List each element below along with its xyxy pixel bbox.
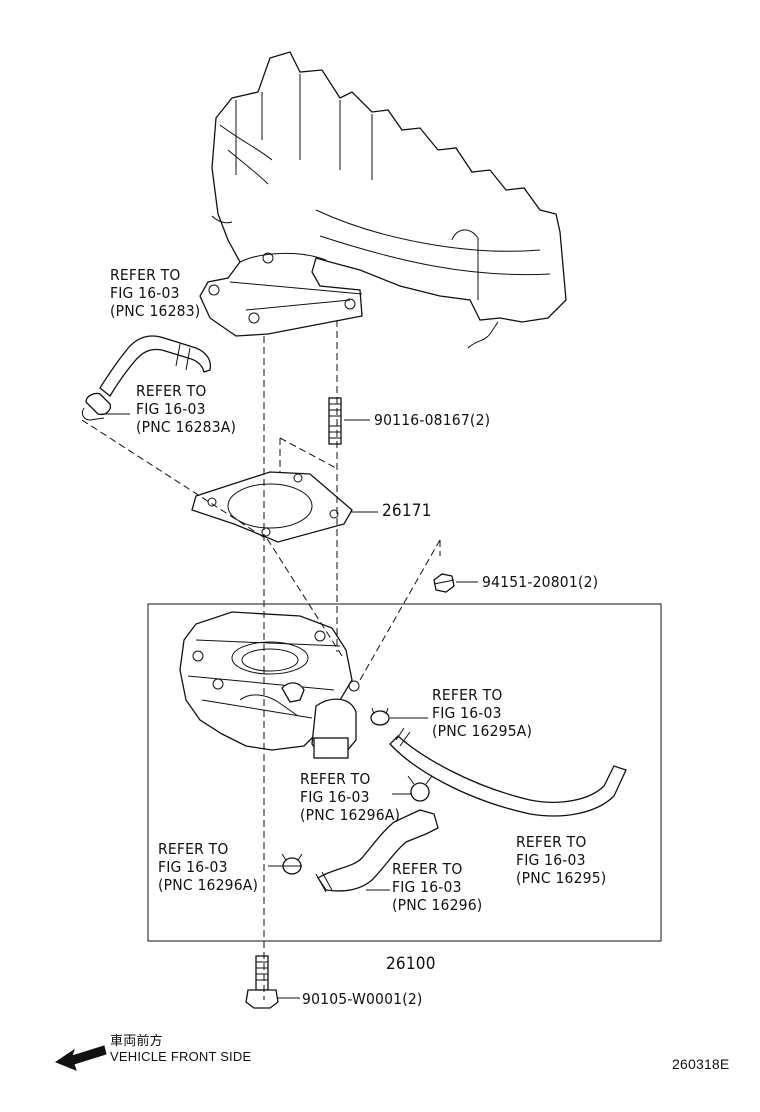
stud-bolt [328,397,342,445]
hex-nut [433,573,455,593]
callout-refer-16295: REFER TO FIG 16-03 (PNC 16295) [516,833,607,887]
assembly-box [147,603,662,942]
intake-manifold [199,51,567,349]
water-bypass-hose-right [389,727,627,817]
hose-clamps [281,707,433,875]
callout-refer-16283a: REFER TO FIG 16-03 (PNC 16283A) [136,382,237,436]
direction-label-english: VEHICLE FRONT SIDE [110,1049,252,1064]
callout-gasket: 26171 [382,501,432,521]
flange-bolt [245,955,279,1009]
direction-label: 車両前方 VEHICLE FRONT SIDE [110,1033,251,1065]
callout-refer-16296a-upper: REFER TO FIG 16-03 (PNC 16296A) [300,770,401,824]
alignment-lines [81,320,441,1000]
callout-refer-16296a-lower: REFER TO FIG 16-03 (PNC 16296A) [158,840,259,894]
direction-label-japanese: 車両前方 [110,1033,163,1048]
leader-lines [102,413,478,999]
callout-nut: 94151-20801(2) [482,573,599,591]
arrow-left-icon [54,1045,107,1071]
throttle-body [179,611,360,759]
callout-refer-16295a: REFER TO FIG 16-03 (PNC 16295A) [432,686,533,740]
figure-code: 260318E [672,1056,730,1072]
water-bypass-hose-lower [315,809,439,893]
callout-bolt: 90105-W0001(2) [302,990,423,1008]
callout-stud: 90116-08167(2) [374,411,491,429]
gasket [191,471,353,543]
callout-assembly: 26100 [386,954,436,974]
callout-refer-16296: REFER TO FIG 16-03 (PNC 16296) [392,860,483,914]
callout-refer-16283: REFER TO FIG 16-03 (PNC 16283) [110,266,201,320]
